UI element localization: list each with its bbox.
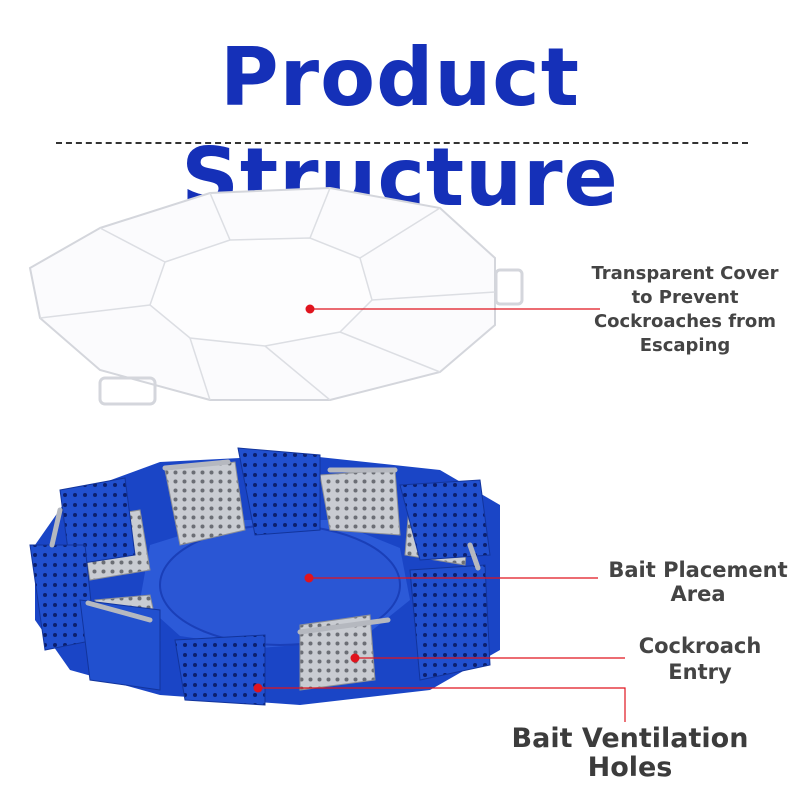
callout-ventilation-label: Bait Ventilation Holes <box>511 723 749 783</box>
ventilation-pointer-dot <box>253 683 263 693</box>
bait-pointer-dot <box>304 573 314 583</box>
cover-pointer-dot <box>305 304 315 314</box>
pointer-lines <box>253 304 626 722</box>
callout-entry-label: Cockroach Entry <box>638 634 762 684</box>
callout-cover-label: Transparent Cover to Prevent Cockroaches… <box>591 263 779 356</box>
entry-pointer-dot <box>350 653 360 663</box>
dashed-divider <box>56 142 748 144</box>
transparent-cover <box>28 186 524 406</box>
callout-bait-area-label: Bait Placement Area <box>608 558 788 606</box>
page-title: Product Structure <box>181 31 619 224</box>
trap-base <box>29 447 500 706</box>
